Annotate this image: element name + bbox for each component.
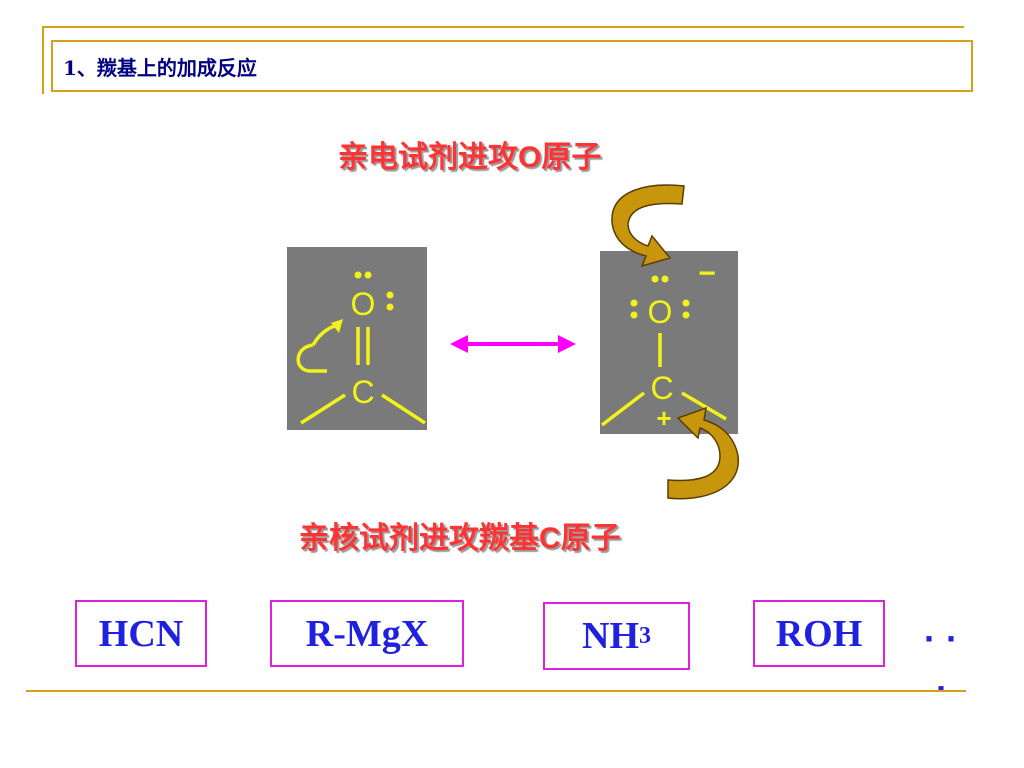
oxygen-atom-left: O	[351, 286, 376, 322]
nucleophile-caption-prefix: 亲核试剂进攻羰基	[299, 521, 539, 556]
electrophile-caption-atom: O	[518, 141, 542, 174]
structure-right-background	[600, 251, 738, 434]
reagent-subscript: 3	[639, 622, 651, 649]
ellipsis-top: · ·	[924, 618, 958, 659]
reagent-box-roh: ROH	[753, 600, 885, 667]
electron-shift-arrowhead	[331, 319, 343, 333]
nucleophile-caption-suffix: 原子	[560, 521, 621, 556]
slide-title-box: 1、羰基上的加成反应	[51, 40, 973, 92]
bottom-rule	[26, 690, 966, 692]
nucleophile-caption-atom: C	[539, 522, 561, 555]
electrophile-caption: 亲电试剂进攻O原子	[338, 132, 601, 176]
slide-title: 1、羰基上的加成反应	[63, 55, 257, 80]
reagent-box-hcn: HCN	[75, 600, 207, 667]
electrophile-attack-arrow	[611, 184, 685, 268]
reagent-label: R-MgX	[305, 612, 429, 655]
reagent-label: HCN	[98, 612, 184, 655]
carbonyl-structure-right: O − C +	[600, 251, 738, 434]
top-rule	[42, 26, 964, 28]
oxygen-lone-pairs-right	[630, 275, 690, 319]
carbonyl-structure-left: O C	[287, 247, 427, 430]
reagent-box-rmgx: R-MgX	[270, 600, 464, 667]
title-rule-left	[42, 26, 44, 94]
positive-charge: +	[656, 403, 671, 433]
carbon-bonds-left	[300, 393, 426, 425]
oxygen-lone-pairs-left	[354, 271, 394, 311]
nucleophile-attack-arrow	[667, 406, 739, 500]
electrophile-caption-suffix: 原子	[541, 140, 602, 175]
nucleophile-caption: 亲核试剂进攻羰基C原子	[299, 513, 621, 557]
electron-shift-arrow	[296, 343, 327, 373]
reagent-label: ROH	[775, 612, 863, 655]
reagent-label: NH	[582, 615, 639, 657]
electrophile-caption-prefix: 亲电试剂进攻	[338, 140, 518, 175]
carbon-bonds-right	[600, 391, 727, 427]
carbonyl-double-bond	[356, 327, 370, 365]
ellipsis-bottom: ·	[936, 668, 948, 709]
carbon-atom-left: C	[351, 374, 374, 410]
carbon-atom-right: C	[650, 370, 673, 406]
oxygen-atom-right: O	[648, 294, 673, 330]
negative-charge: −	[698, 257, 716, 290]
resonance-arrow	[450, 335, 576, 353]
